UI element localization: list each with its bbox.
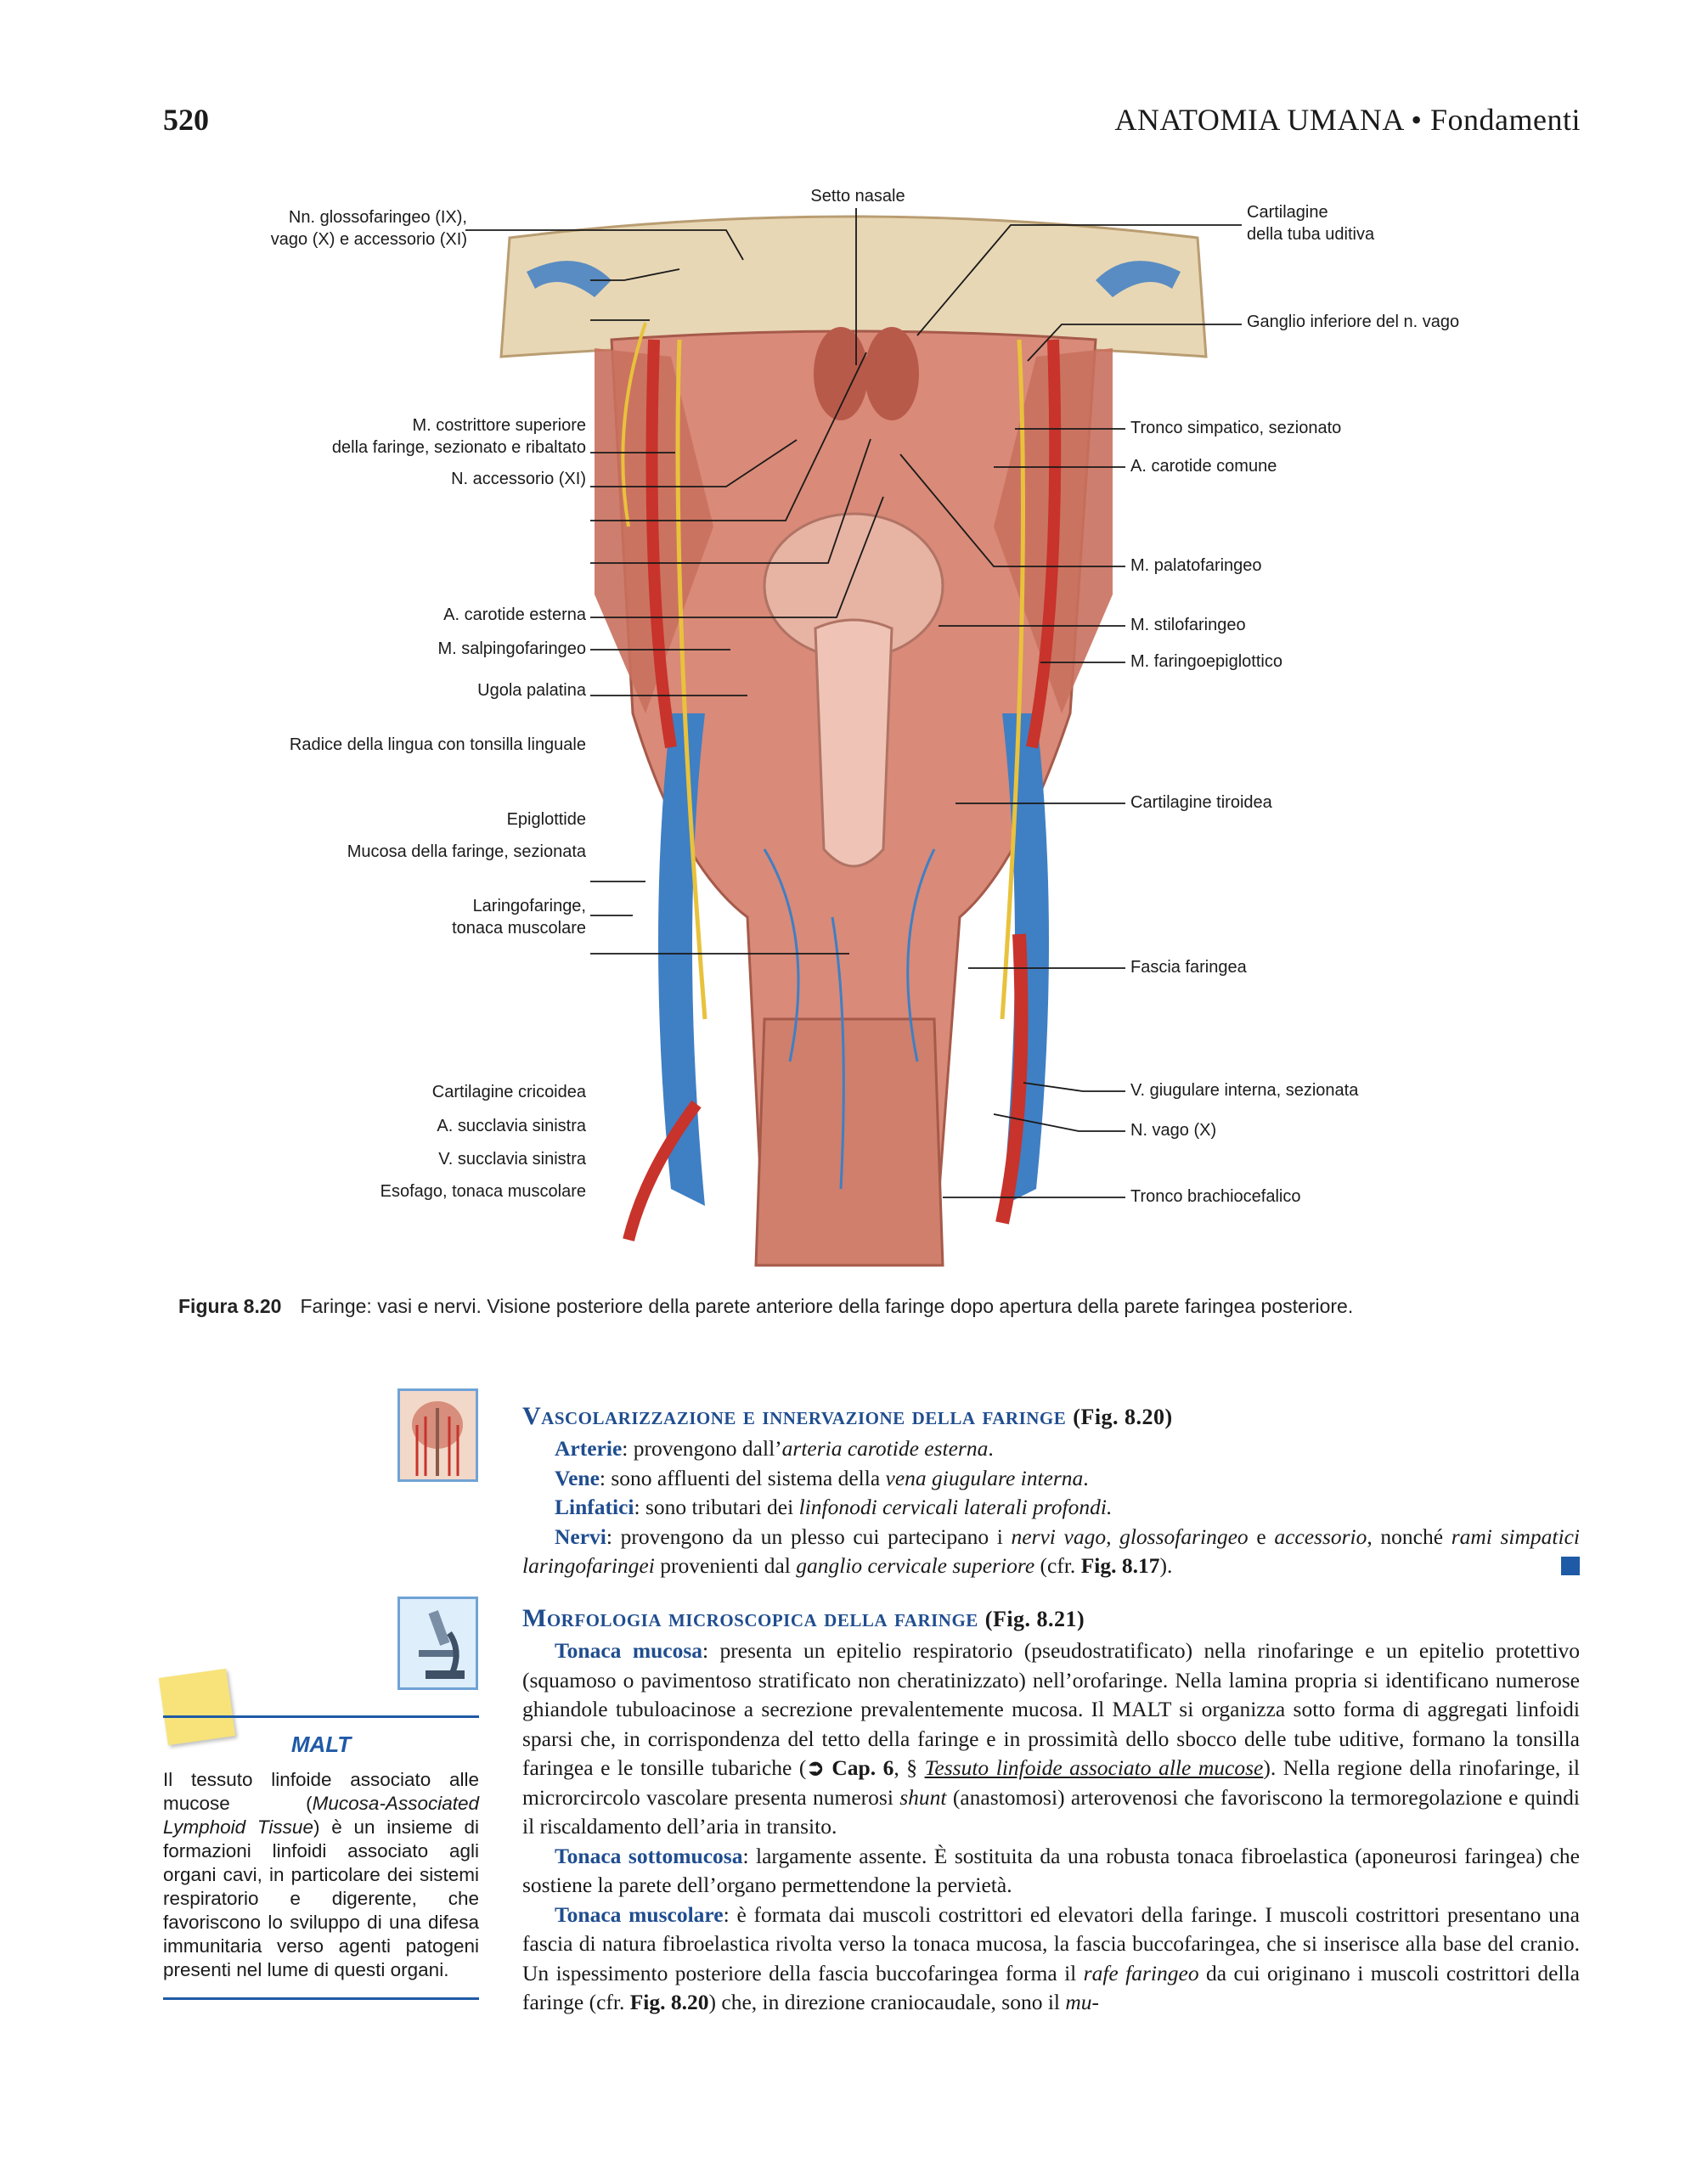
label-uvula: Ugola palatina [477,681,586,700]
vagus-nerve-left [675,339,707,1020]
sidebar-title: MALT [290,1732,352,1757]
label-palatopharyngeus: M. palatofaringeo [1130,556,1262,575]
caption-text: Faringe: vasi e nervi. Visione posterior… [300,1295,1354,1317]
caption-number: Figura 8.20 [178,1295,282,1317]
label-pharyngoepiglottic: M. faringoepiglottico [1130,652,1282,671]
chapter-ref-link[interactable]: ➲ Cap. 6 [806,1755,894,1780]
section-microscopic-morphology: Morfologia microscopica della faringe (F… [522,1602,1580,2018]
section-link[interactable]: Tessuto linfoide associato alle mucose [924,1755,1264,1780]
paragraph-tonaca-mucosa: Tonaca mucosa: presenta un epitelio resp… [522,1638,1580,1839]
paragraph-vene: Vene: sono affluenti del sistema della v… [555,1465,1089,1490]
section-end-mark [1561,1557,1580,1575]
sinus-left [527,261,612,297]
arrow-icon: ➲ [806,1755,832,1780]
figure-8-20: Nn. glossofaringeo (IX), vago (X) e acce… [0,170,1708,1282]
label-sympathetic-trunk: Tronco simpatico, sezionato [1130,419,1342,437]
running-title: ANATOMIA UMANA • Fondamenti [1114,103,1581,137]
label-external-carotid: A. carotide esterna [443,605,586,624]
figure-ref-link[interactable]: Fig. 8.17 [1080,1553,1160,1578]
label-internal-jugular: V. giugulare interna, sezionata [1130,1081,1359,1100]
epiglottis [814,618,893,868]
anatomy-thumbnail-icon [397,1388,478,1482]
label-laryngopharynx: Laringofaringe, tonaca muscolare [452,897,586,938]
microscope-icon [397,1597,478,1690]
paragraph-arterie: Arterie: provengono dall’arteria carotid… [555,1436,994,1461]
sidebar-malt: MALT Il tessuto linfoide associato alle … [163,1715,479,2000]
section-title: Vascolarizzazione e innervazione della f… [522,1402,1173,1430]
figure-caption: Figura 8.20 Faringe: vasi e nervi. Vision… [178,1295,1353,1318]
label-epiglottis: Epiglottide [506,810,586,829]
paragraph-linfatici: Linfatici: sono tributari dei linfonodi … [555,1495,1113,1519]
label-thyroid-cartilage: Cartilagine tiroidea [1130,793,1272,812]
label-cricoid-cartilage: Cartilagine cricoidea [431,1083,586,1101]
label-pharyngeal-mucosa: Mucosa della faringe, sezionata [347,842,586,861]
label-salpingopharyngeus: M. salpingofaringeo [437,639,586,658]
label-tongue-root: Radice della lingua con tonsilla lingual… [289,735,586,754]
paragraph-tonaca-sottomucosa: Tonaca sottomucosa: largamente assente. … [522,1843,1580,1898]
label-vagus-nerve: N. vago (X) [1130,1121,1217,1140]
leader-lines [465,208,1242,1198]
subclavian-artery-left [623,1100,702,1242]
label-stylopharyngeus: M. stilofaringeo [1130,616,1246,634]
label-pharyngeal-fascia: Fascia faringea [1130,958,1247,977]
label-common-carotid: A. carotide comune [1130,457,1277,476]
vagus-nerve-right [1000,339,1025,1020]
label-superior-constrictor: M. costrittore superiore della faringe, … [331,416,586,457]
sidebar-bottom-rule [163,1997,479,2000]
pharyngeal-veins [763,848,936,1190]
section-title: Morfologia microscopica della faringe (F… [522,1604,1085,1632]
brachiocephalic-trunk [995,933,1029,1225]
pharynx-illustration [465,208,1242,1267]
paragraph-nervi: Nervi: provengono da un plesso cui parte… [522,1523,1581,1579]
label-accessory-nerve: N. accessorio (XI) [451,470,586,488]
carotid-left [645,339,677,749]
label-auditory-tube-cartilage: Cartilagine della tuba uditiva [1247,203,1375,244]
label-glossopharyngeal-vagus-accessory: Nn. glossofaringeo (IX), vago (X) e acce… [270,208,467,249]
section-vascularization: Vascolarizzazione e innervazione della f… [522,1400,1580,1581]
label-left-subclavian-artery: A. succlavia sinistra [437,1117,586,1135]
sidebar-body: Il tessuto linfoide associato alle mucos… [163,1769,479,1980]
label-esophagus-muscular: Esofago, tonaca muscolare [380,1182,586,1201]
carotid-right [1026,339,1062,749]
page-number: 520 [163,103,209,137]
choana-left [814,327,868,420]
choana-right [865,327,919,420]
esophagus [754,1017,944,1267]
sinus-right [1096,261,1181,297]
label-brachiocephalic-trunk: Tronco brachiocefalico [1130,1187,1301,1206]
sidebar-top-rule [163,1715,479,1718]
label-inferior-vagal-ganglion: Ganglio inferiore del n. vago [1247,313,1460,331]
paragraph-tonaca-muscolare: Tonaca muscolare: è formata dai muscoli … [522,1901,1580,2015]
label-nasal-septum: Setto nasale [810,187,905,206]
figure-ref-link[interactable]: Fig. 8.20 [629,1990,709,2014]
label-left-subclavian-vein: V. succlavia sinistra [438,1150,586,1169]
accessory-nerve [621,322,647,527]
